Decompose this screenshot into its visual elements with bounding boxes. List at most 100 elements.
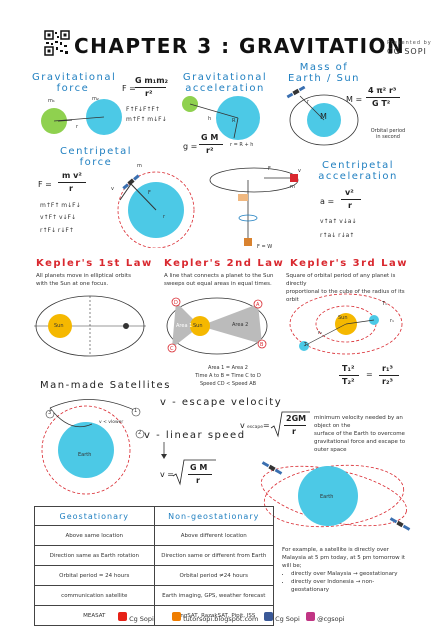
- kepler3-desc: Square of orbital period of any planet i…: [286, 272, 416, 304]
- cf-rel3: r↑F↓ r↓F↑: [40, 227, 74, 234]
- kepler3-lhs-bar: [339, 375, 359, 376]
- ca-lhs: a =: [320, 197, 335, 206]
- ca-bar: [341, 199, 361, 200]
- orbit-path: [41, 405, 131, 495]
- kepler2-area1: [172, 302, 200, 348]
- grav-force-title-l1: Gravitational: [32, 72, 117, 83]
- kepler2-A-label: A: [256, 302, 260, 308]
- kepler2-sun-label: Sun: [193, 323, 203, 329]
- kepler3-r2: [303, 323, 347, 347]
- footer-facebook[interactable]: Cg Sopi: [264, 612, 300, 623]
- kepler3-rhs-den: r₂³: [382, 377, 393, 386]
- ca-weight: [244, 238, 252, 246]
- ca-den: r: [348, 201, 352, 210]
- kepler3-desc-l2: proportional to the cube of the radius o…: [286, 289, 405, 303]
- ca-rel1: v↑a↑ v↓a↓: [320, 218, 357, 225]
- orbit-satellite-2-icon: [389, 517, 411, 531]
- example-bullet-2: directly over Indonesia → non-geostation…: [291, 578, 412, 594]
- linear-label: v - linear speed: [144, 430, 246, 441]
- kepler2-area2-label: Area 2: [232, 322, 249, 328]
- sat-earth-label: Earth: [78, 452, 92, 458]
- footer-blog[interactable]: tutorsopi.blogspot.com: [172, 612, 258, 623]
- mass-title-l2: Earth / Sun: [287, 73, 361, 84]
- ca-title-l1: Centripetal: [321, 160, 395, 171]
- satellite-icon: [286, 86, 306, 99]
- orbit-figure-earth-label: Earth: [320, 494, 334, 500]
- table-cell: Direction same as Earth rotation: [34, 545, 155, 566]
- orbit-figure-ellipse-2: [263, 464, 405, 528]
- escape-sub: escape: [247, 425, 263, 430]
- grav-accel-diagram: [182, 96, 260, 140]
- escape-den: r: [292, 427, 296, 436]
- kepler2-desc-l1: A line that connects a planet to the Sun: [164, 273, 274, 279]
- cf-rel2: v↑F↑ v↓F↓: [40, 214, 77, 221]
- ca-mass-block: [290, 174, 298, 182]
- ca-diagram: [209, 167, 299, 246]
- kepler2-orbit: [166, 297, 268, 355]
- footer-youtube[interactable]: Cg Sopi: [118, 612, 154, 623]
- force-arrow: [57, 119, 73, 122]
- instagram-icon: [306, 612, 315, 621]
- kepler3-sun-label: Sun: [338, 315, 348, 321]
- grav-force-fraction-bar: [135, 87, 166, 88]
- cf-num: m v²: [62, 171, 82, 180]
- kepler3-lhs-num: T₁²: [342, 364, 355, 373]
- R-line: [233, 117, 239, 139]
- orbit-radius: [299, 95, 325, 121]
- grav-force-title: Gravitational force: [32, 72, 117, 94]
- grav-accel-num: G M: [201, 133, 219, 142]
- kepler2-sun: [190, 316, 210, 336]
- cf-bar: [58, 182, 86, 183]
- mass-r-label: r: [307, 99, 310, 105]
- earth-circle-sat: [58, 422, 114, 478]
- kepler2-diagram: [166, 297, 268, 355]
- ca-hand: [238, 194, 248, 201]
- ca-title: Centripetal acceleration: [312, 160, 404, 182]
- ca-orbit: [209, 167, 299, 193]
- mass-num: 4 π² r³: [368, 86, 397, 95]
- kepler2-note2: Time A to B = Time C to D: [195, 373, 261, 379]
- grav-accel-title-l2: acceleration: [185, 83, 265, 94]
- kepler3-T2-label: T₂: [304, 342, 310, 348]
- R-label: R: [232, 118, 236, 124]
- marker-1-label: 1: [134, 408, 138, 414]
- grav-force-lhs: F =: [122, 84, 136, 93]
- table-head-non: Non-geostationary: [153, 506, 275, 526]
- cf-r-label: r: [163, 214, 166, 220]
- escape-desc-l2: surface of the Earth to overcome: [314, 431, 405, 437]
- qr-code[interactable]: [44, 30, 70, 56]
- table-cell: Above same location: [34, 525, 155, 546]
- kepler3-rhs-num: r₁³: [382, 364, 393, 373]
- mass-title-l1: Mass of: [299, 62, 349, 73]
- footer-facebook-label: Cg Sopi: [275, 615, 300, 623]
- kepler3-eq: =: [366, 370, 373, 379]
- cf-den: r: [69, 184, 73, 193]
- kepler3-r2-label: r₂: [318, 330, 323, 336]
- kepler2-title: Kepler's 2nd Law: [164, 258, 285, 269]
- escape-desc: minimum velocity needed by an object on …: [314, 414, 414, 454]
- kepler2-area2: [200, 304, 262, 344]
- kepler1-title: Kepler's 1st Law: [36, 258, 153, 269]
- kepler3-outer-orbit: [289, 293, 403, 355]
- grav-force-rel2: m↑F↑ m↓F↓: [126, 116, 167, 123]
- cf-diagram: [117, 171, 195, 248]
- grav-force-rel1: F↑F↓F↑F↑: [126, 106, 160, 113]
- m2-label: m₂: [92, 96, 99, 102]
- example-block: For example, a satellite is directly ove…: [282, 546, 412, 594]
- ca-num: v²: [345, 188, 354, 197]
- youtube-icon: [118, 612, 127, 621]
- mass-note: Orbital period in second: [368, 128, 408, 140]
- kepler3-T1-label: T₁: [382, 301, 388, 307]
- footer-instagram[interactable]: @cgsopi: [306, 612, 345, 623]
- kepler2-C-label: C: [170, 346, 174, 352]
- escape-eq: =: [263, 421, 270, 430]
- escape-path: [49, 399, 135, 411]
- kepler2-desc: A line that connects a planet to the Sun…: [164, 272, 284, 288]
- kepler3-rhs-bar: [379, 375, 399, 376]
- m1-label: m₁: [48, 98, 55, 104]
- comparison-table: Geostationary Non-geostationary Above sa…: [34, 506, 275, 626]
- grav-accel-title: Gravitational acceleration: [180, 72, 270, 94]
- kepler2-area1-label: Area 1: [176, 323, 193, 329]
